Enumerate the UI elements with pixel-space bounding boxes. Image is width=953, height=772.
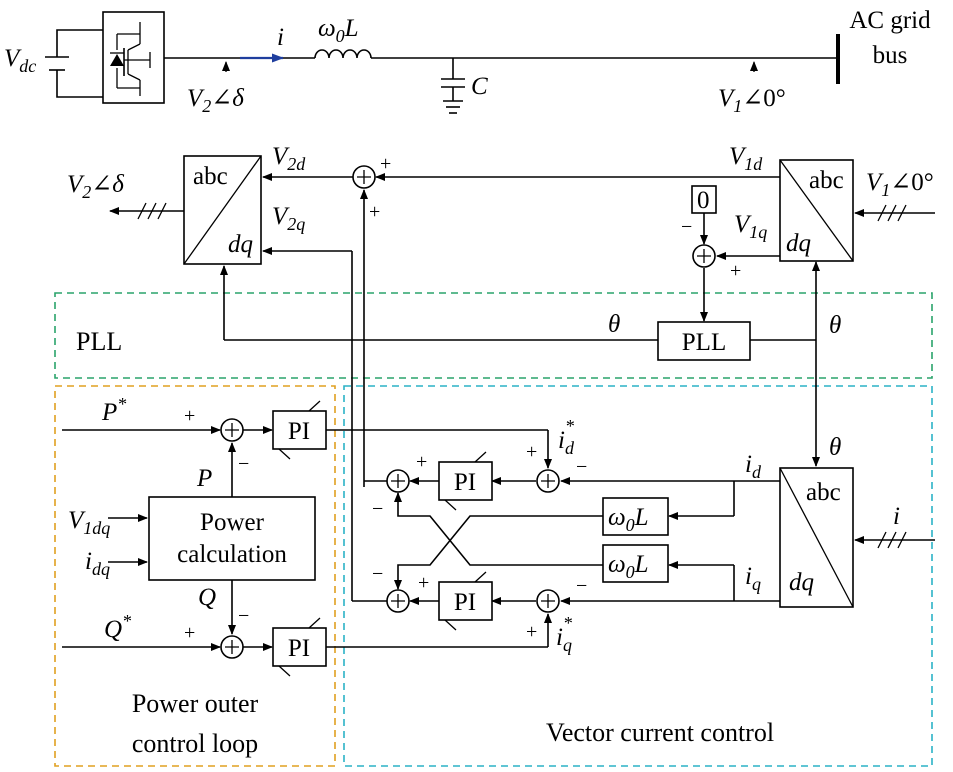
- inductor-icon: [314, 49, 372, 59]
- sign-plus: +: [184, 405, 195, 427]
- v2-output-label: V2∠δ: [67, 171, 124, 202]
- power-calc-line1: Power: [200, 509, 265, 536]
- id-ref-label: id*: [558, 416, 575, 458]
- sign-plus: +: [380, 153, 391, 175]
- theta-label: θ: [829, 312, 841, 339]
- p-label: P: [196, 465, 212, 492]
- power-loop-title-line1: Power outer: [132, 689, 259, 718]
- sign-plus: +: [418, 572, 429, 594]
- power-calc-line2: calculation: [177, 541, 287, 568]
- power-circuit: Vdc i ω0L: [4, 7, 931, 116]
- pi-block-q: [272, 627, 327, 667]
- sign-plus: +: [526, 441, 537, 463]
- v1q-label: V1q: [734, 211, 767, 242]
- sign-minus: −: [238, 453, 249, 475]
- abc-label: abc: [806, 479, 841, 506]
- v2q-label: V2q: [272, 203, 305, 234]
- dq-label: dq: [789, 569, 814, 596]
- pll-block: [657, 321, 751, 361]
- pll-region: [54, 292, 933, 379]
- current-label: i: [277, 24, 284, 51]
- pi-label: PI: [288, 635, 310, 662]
- v1-input-label: V1∠0°: [866, 169, 934, 200]
- pi-label: PI: [454, 469, 476, 496]
- v2-label: V2∠δ: [187, 85, 244, 116]
- grid-label-line2: bus: [873, 42, 908, 69]
- ground-icon: [443, 100, 463, 114]
- sign-minus: −: [681, 216, 692, 238]
- iq-ref-label: iq*: [556, 613, 572, 655]
- omega-l-label: ω0L: [608, 504, 649, 535]
- pll-block-label: PLL: [682, 329, 726, 356]
- zero-constant: 0: [697, 187, 710, 214]
- sign-plus: +: [184, 622, 195, 644]
- abc-to-dq-block-top: abc dq: [779, 159, 854, 262]
- dq-to-abc-block: abc dq: [183, 155, 262, 265]
- omega-l-block-q: [602, 544, 669, 583]
- vector-control-title: Vector current control: [546, 718, 774, 747]
- p-ref-label: P*: [101, 394, 126, 426]
- id-label: id: [745, 451, 762, 482]
- abc-label: abc: [809, 167, 844, 194]
- q-label: Q: [198, 584, 216, 611]
- v1dq-label: V1dq: [68, 507, 110, 538]
- power-loop-title-line2: control loop: [132, 729, 258, 758]
- sign-minus: −: [238, 605, 249, 627]
- power-outer-loop-region: [54, 385, 336, 767]
- omega-l-block-d: [602, 497, 669, 536]
- current-input-label: i: [893, 503, 900, 530]
- v2d-label: V2d: [272, 143, 306, 174]
- vdc-label: Vdc: [4, 45, 36, 76]
- sign-minus: −: [372, 563, 383, 585]
- v1-label: V1∠0°: [718, 85, 786, 116]
- sign-plus: +: [526, 621, 537, 643]
- sign-minus: −: [372, 498, 383, 520]
- pll-region-title: PLL: [76, 327, 122, 356]
- power-calculation-block: [148, 496, 316, 581]
- sign-minus: −: [576, 575, 587, 597]
- capacitor-icon: [441, 58, 465, 101]
- sign-plus: +: [730, 260, 741, 282]
- vector-current-control-region: [343, 385, 933, 767]
- pi-block-p: [272, 410, 327, 450]
- theta-label: θ: [829, 434, 841, 461]
- iq-label: iq: [745, 563, 761, 594]
- pi-label: PI: [454, 589, 476, 616]
- theta-label: θ: [608, 311, 620, 338]
- pi-label: PI: [288, 418, 310, 445]
- q-ref-label: Q*: [104, 611, 131, 643]
- v1d-label: V1d: [729, 143, 763, 174]
- dc-source-icon: [45, 29, 103, 98]
- inductor-label: ω0L: [318, 15, 359, 46]
- dq-label: dq: [228, 231, 253, 258]
- igbt-converter-icon: [102, 11, 165, 104]
- sign-plus: +: [369, 201, 380, 223]
- abc-to-dq-block-bottom: abc dq: [779, 467, 854, 608]
- sign-minus: −: [576, 456, 587, 478]
- omega-l-label: ω0L: [608, 551, 649, 582]
- grid-label-line1: AC grid: [849, 7, 931, 34]
- capacitor-label: C: [471, 73, 488, 100]
- dq-label: dq: [786, 230, 811, 257]
- pi-block-q-current: [438, 581, 493, 621]
- abc-label: abc: [193, 163, 228, 190]
- idq-label: idq: [85, 548, 110, 579]
- sign-plus: +: [416, 451, 427, 473]
